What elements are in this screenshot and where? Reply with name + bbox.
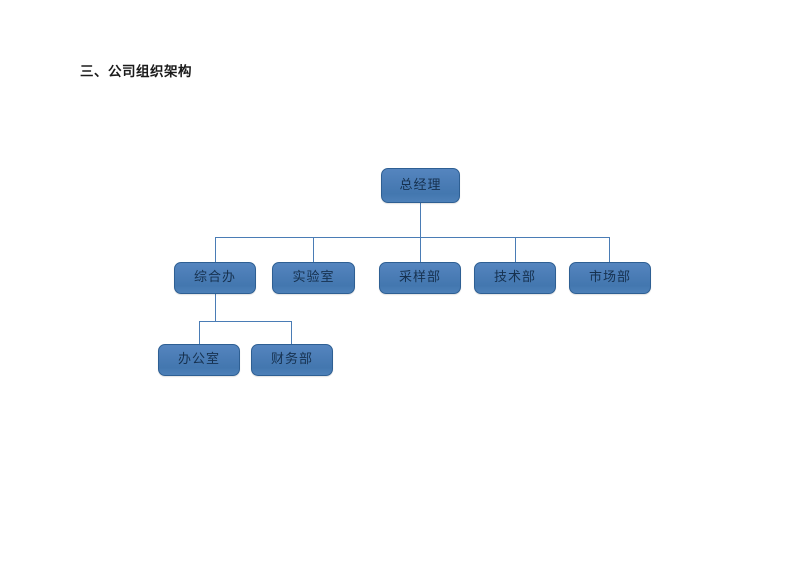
- org-node-label: 采样部: [398, 270, 441, 285]
- org-node-technology-department[interactable]: 技术部: [474, 262, 556, 294]
- org-node-laboratory[interactable]: 实验室: [272, 262, 355, 294]
- org-node-label: 财务部: [270, 352, 313, 367]
- org-node-sampling-department[interactable]: 采样部: [379, 262, 461, 294]
- org-node-label: 实验室: [292, 270, 335, 285]
- org-node-general-affairs-office[interactable]: 综合办: [174, 262, 256, 294]
- page-heading: 三、公司组织架构: [80, 64, 192, 80]
- org-node-label: 总经理: [399, 177, 442, 193]
- org-node-label: 技术部: [493, 270, 536, 285]
- org-node-label: 市场部: [588, 270, 631, 285]
- org-node-marketing-department[interactable]: 市场部: [569, 262, 651, 294]
- org-node-label: 综合办: [193, 270, 236, 285]
- org-node-general-manager[interactable]: 总经理: [381, 168, 460, 203]
- org-node-office[interactable]: 办公室: [158, 344, 240, 376]
- org-node-label: 办公室: [177, 352, 220, 367]
- org-node-finance-department[interactable]: 财务部: [251, 344, 333, 376]
